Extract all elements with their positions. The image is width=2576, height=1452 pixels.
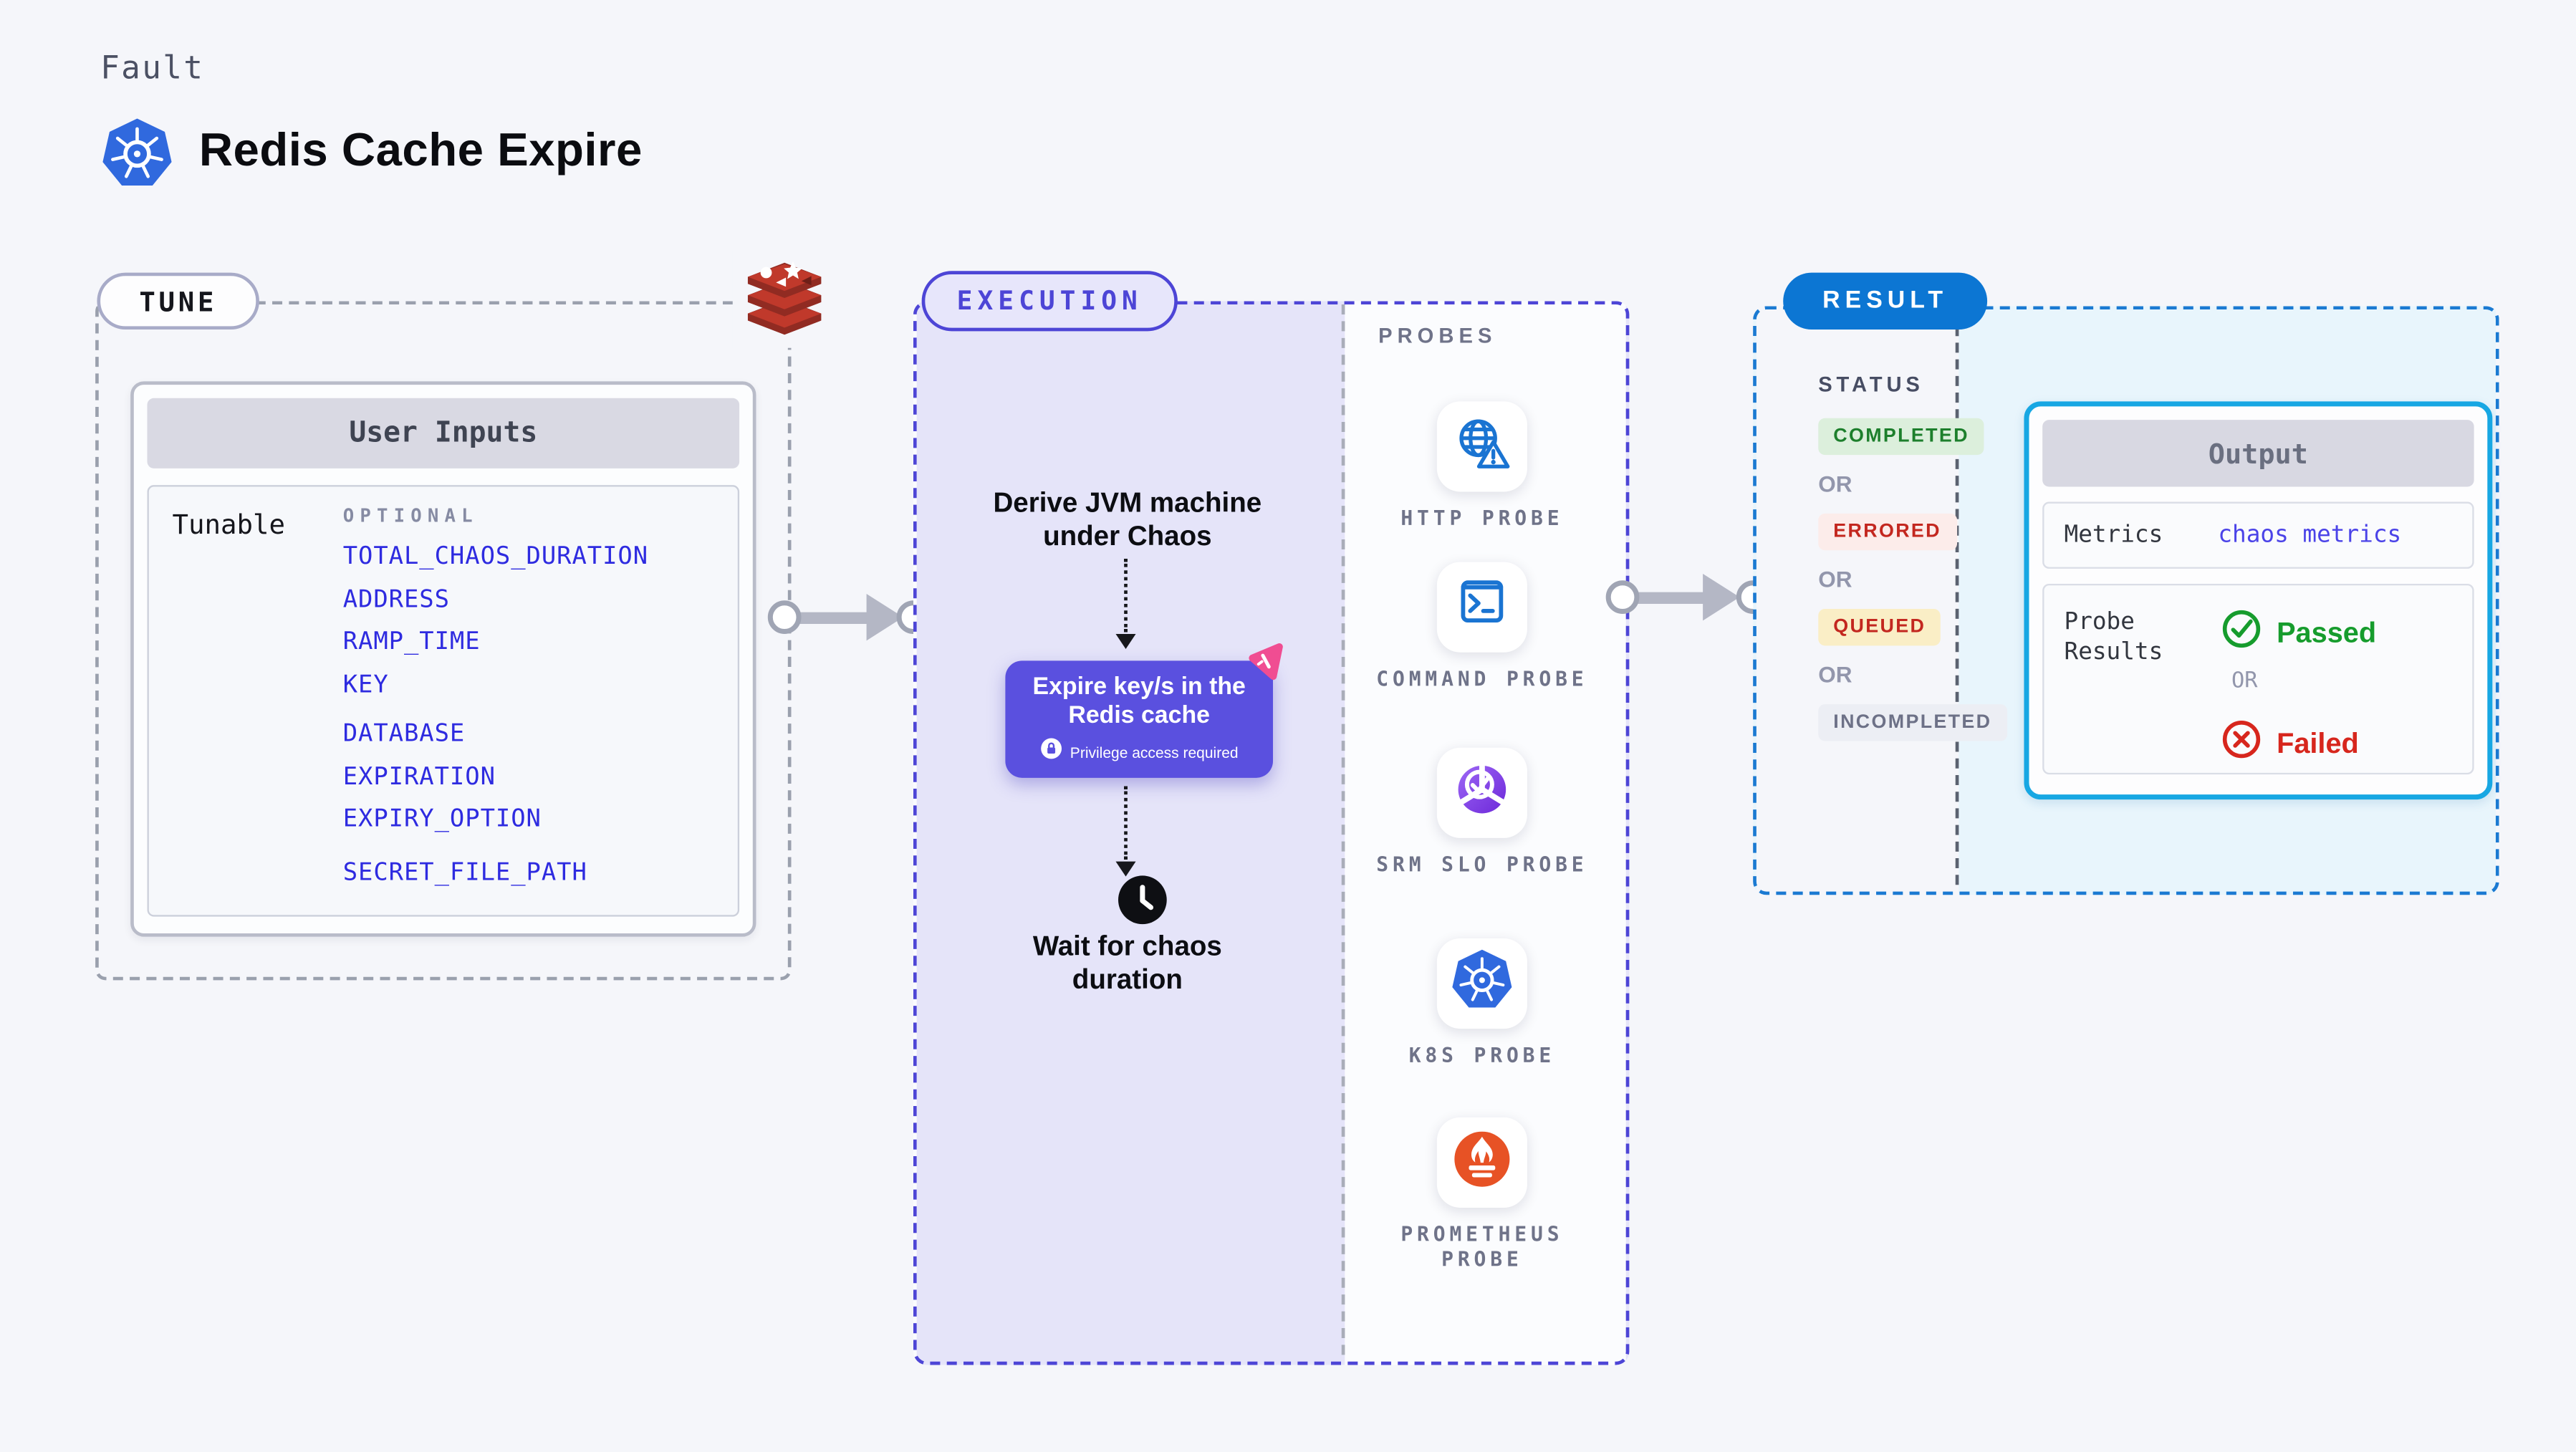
probe-label: SRM SLO PROBE (1376, 852, 1588, 877)
param-ramp-time[interactable]: RAMP_TIME (342, 628, 481, 656)
kubernetes-icon (100, 117, 174, 191)
flow-arrowhead-1 (1115, 634, 1136, 650)
prometheus-icon (1452, 1128, 1512, 1197)
kubernetes-icon (1451, 948, 1514, 1019)
status-badge-completed: COMPLETED (1818, 418, 1984, 456)
http-probe-card[interactable] (1436, 401, 1527, 492)
metrics-label: Metrics (2064, 521, 2163, 549)
result-badge: RESULT (1783, 272, 1988, 330)
x-circle-icon (2221, 719, 2262, 768)
output-title: Output (2042, 420, 2474, 487)
probe-command[interactable]: COMMAND PROBE (1357, 562, 1607, 692)
probe-result-passed: Passed (2221, 609, 2376, 658)
chaos-action-label: Expire key/s in the Redis cache (1032, 674, 1246, 730)
page-title: Redis Cache Expire (198, 123, 643, 176)
k8s-probe-card[interactable] (1436, 938, 1527, 1029)
status-output-divider (1955, 309, 1959, 885)
probe-results-label: Probe Results (2064, 608, 2163, 666)
redis-icon (732, 251, 837, 348)
output-panel: Output Metrics chaos metrics Probe Resul… (2024, 401, 2493, 800)
execution-to-result-arrow (1625, 592, 1705, 604)
tunable-label: Tunable (172, 508, 285, 541)
probe-label: HTTP PROBE (1400, 506, 1564, 531)
or-separator: OR (2231, 669, 2258, 695)
user-inputs-title: User Inputs (147, 398, 740, 468)
status-label: STATUS (1818, 372, 1924, 397)
execution-to-result-arrowhead (1703, 573, 1740, 621)
probe-result-failed: Failed (2221, 719, 2359, 768)
status-badge-errored: ERRORED (1818, 513, 1956, 551)
failed-label: Failed (2277, 726, 2359, 759)
chaos-cursor-icon (1244, 640, 1286, 691)
srm-slo-probe-card[interactable] (1436, 747, 1527, 838)
probe-results-row: Probe Results Passed OR (2042, 583, 2474, 775)
param-secret-file-path[interactable]: SECRET_FILE_PATH (342, 859, 587, 886)
wait-step-label: Wait for chaos duration (1032, 931, 1222, 995)
status-badge-incompleted: INCOMPLETED (1818, 704, 2007, 741)
command-probe-card[interactable] (1436, 562, 1527, 653)
flow-arrowhead-2 (1115, 861, 1136, 877)
user-inputs-card: User Inputs Tunable OPTIONAL TOTAL_CHAOS… (130, 381, 756, 937)
prometheus-probe-card[interactable] (1436, 1117, 1527, 1208)
privilege-note: Privilege access required (1070, 744, 1239, 761)
param-address[interactable]: ADDRESS (342, 586, 450, 613)
metrics-row: Metrics chaos metrics (2042, 501, 2474, 569)
param-expiration[interactable]: EXPIRATION (342, 763, 496, 791)
probes-label: PROBES (1378, 324, 1497, 348)
terminal-icon (1453, 574, 1510, 640)
derive-step-label: Derive JVM machine under Chaos (993, 488, 1262, 552)
optional-label: OPTIONAL (342, 505, 479, 527)
fault-kicker: Fault (100, 50, 205, 87)
status-list: COMPLETED OR ERRORED OR QUEUED OR INCOMP… (1818, 418, 2007, 741)
lock-icon (1040, 738, 1062, 768)
param-list: TOTAL_CHAOS_DURATION ADDRESS RAMP_TIME K… (343, 537, 728, 895)
probe-label: COMMAND PROBE (1376, 667, 1588, 691)
metrics-value[interactable]: chaos metrics (2218, 521, 2402, 549)
probe-label: PROMETHEUS PROBE (1400, 1222, 1564, 1271)
passed-label: Passed (2277, 616, 2377, 648)
execution-badge: EXECUTION (921, 271, 1178, 332)
chaos-action-node[interactable]: Expire key/s in the Redis cache Privileg… (1005, 660, 1274, 778)
status-badge-queued: QUEUED (1818, 608, 1941, 646)
tune-badge: TUNE (97, 272, 259, 330)
check-circle-icon (2221, 609, 2262, 658)
flow-dotted-line-2 (1124, 786, 1128, 860)
execution-probes-divider (1341, 304, 1345, 1355)
param-total-chaos-duration[interactable]: TOTAL_CHAOS_DURATION (342, 543, 649, 571)
tune-container (95, 301, 792, 981)
flow-dotted-line-1 (1124, 558, 1128, 633)
probe-k8s[interactable]: K8S PROBE (1357, 938, 1607, 1068)
slo-donut-icon (1452, 759, 1512, 827)
probe-srm-slo[interactable]: SRM SLO PROBE (1357, 747, 1607, 878)
or-separator: OR (1818, 567, 1852, 592)
param-expiry-option[interactable]: EXPIRY_OPTION (342, 806, 542, 833)
clock-icon (1118, 875, 1168, 933)
or-separator: OR (1818, 662, 1852, 688)
probe-http[interactable]: HTTP PROBE (1357, 401, 1607, 531)
tune-to-execution-arrow (787, 612, 868, 624)
param-database[interactable]: DATABASE (342, 721, 466, 748)
probe-prometheus[interactable]: PROMETHEUS PROBE (1357, 1117, 1607, 1271)
tune-connector-dot (767, 600, 802, 635)
param-key[interactable]: KEY (342, 671, 389, 698)
user-inputs-panel: Tunable OPTIONAL TOTAL_CHAOS_DURATION AD… (147, 485, 740, 917)
execution-connector-dot-right (1605, 580, 1640, 614)
probe-label: K8S PROBE (1408, 1044, 1556, 1067)
globe-alert-icon (1452, 413, 1512, 481)
or-separator: OR (1818, 471, 1852, 497)
